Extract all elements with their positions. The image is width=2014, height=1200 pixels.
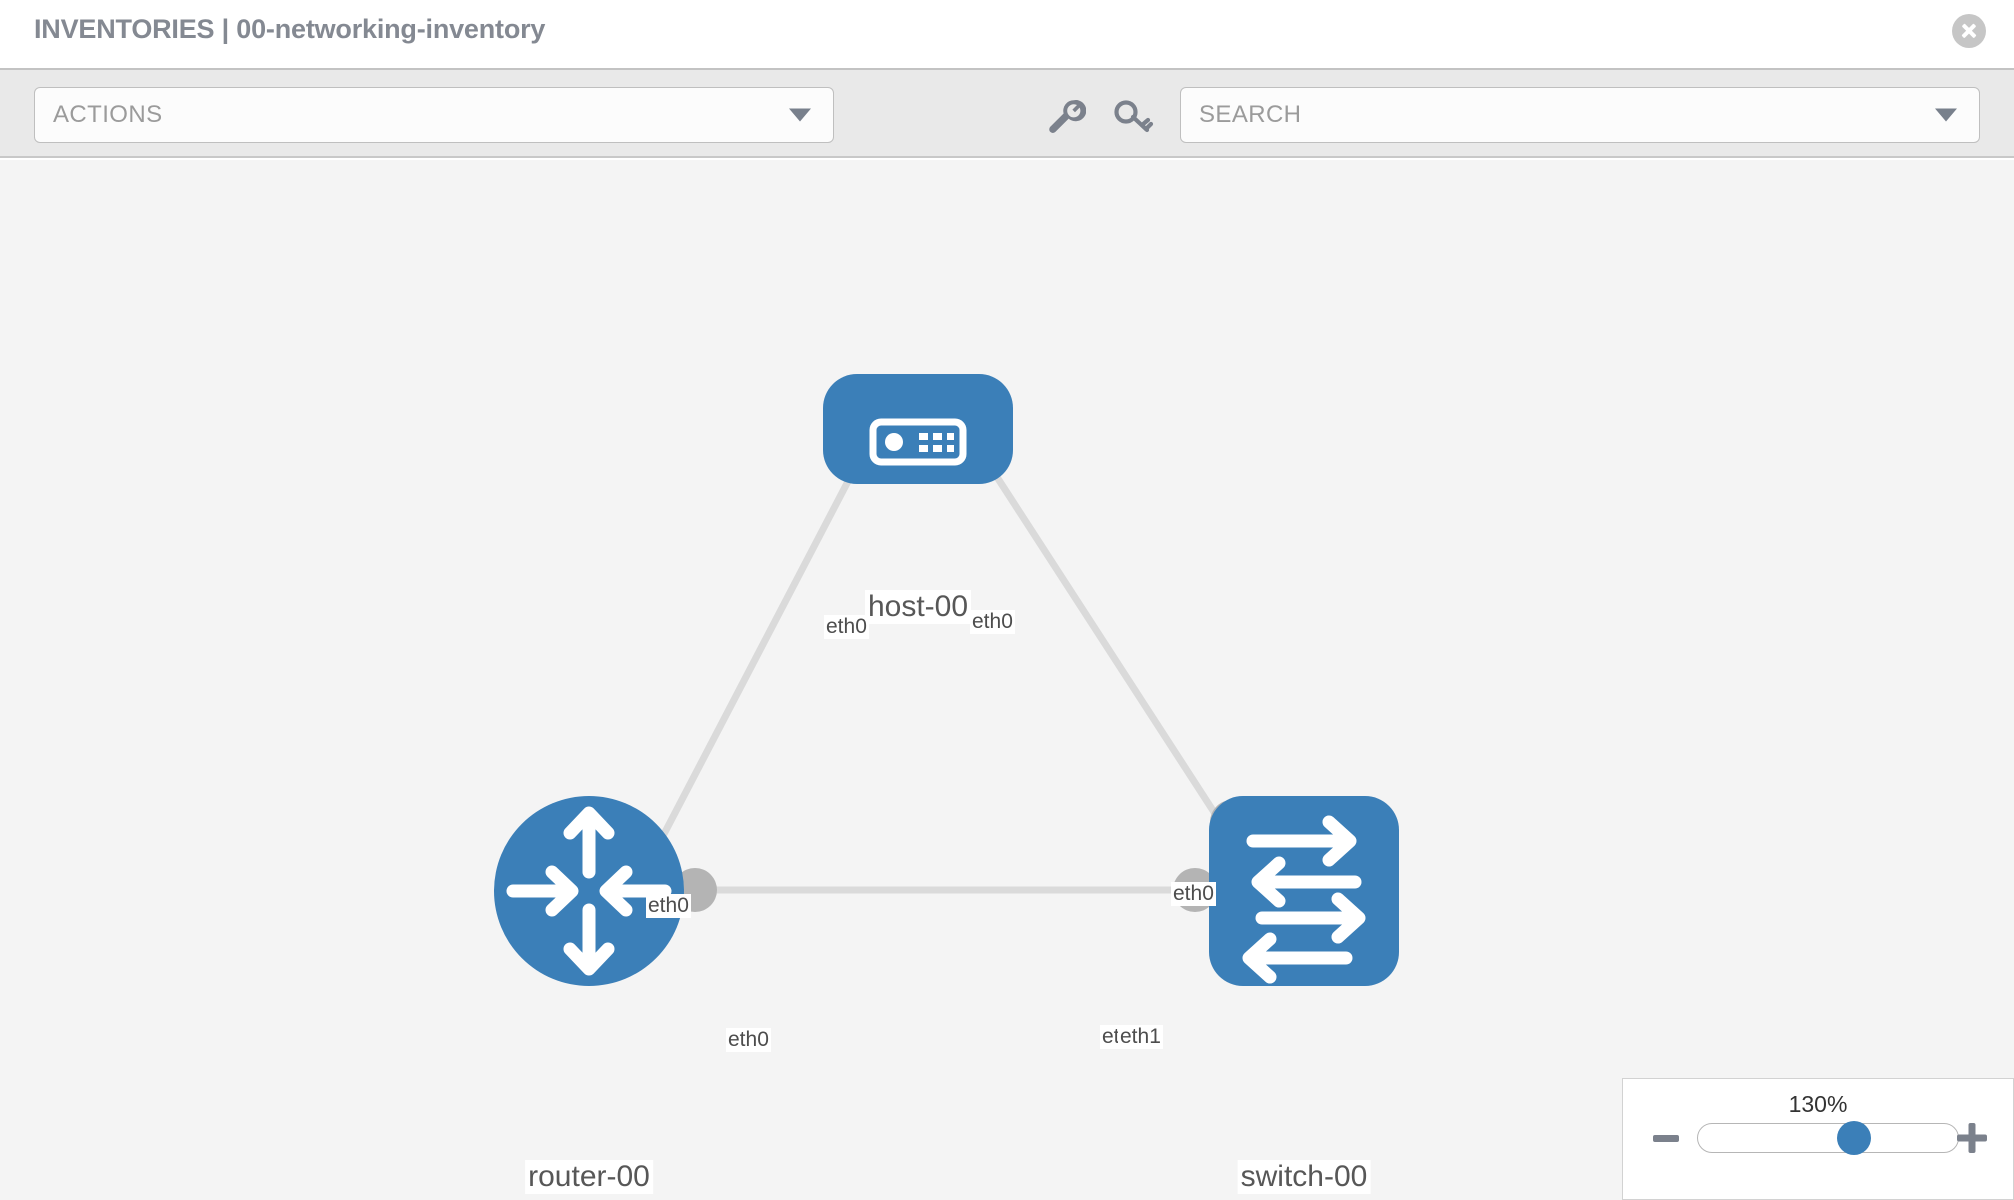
zoom-control: 130% [1622, 1078, 2014, 1200]
page-title: INVENTORIES | 00-networking-inventory [34, 14, 546, 44]
node-router-00[interactable] [494, 796, 684, 986]
close-icon[interactable] [1952, 14, 1986, 48]
chevron-down-icon [1935, 108, 1957, 122]
page-header: INVENTORIES | 00-networking-inventory [0, 0, 2014, 68]
search-placeholder: SEARCH [1199, 101, 1302, 128]
link-host-switch[interactable] [957, 418, 1248, 862]
node-label-switch: switch-00 [1237, 1160, 1371, 1194]
link-host-router[interactable] [636, 418, 884, 882]
topology-links [636, 418, 1248, 894]
toolbar: ACTIONS SEARCH [0, 68, 2014, 158]
topology-endpoints [673, 413, 1254, 912]
interface-label: eth0 [1171, 882, 1216, 906]
chevron-down-icon [789, 108, 811, 122]
interface-label: eth0 [646, 894, 691, 918]
search-input[interactable]: SEARCH [1180, 87, 1980, 143]
zoom-slider-thumb[interactable] [1837, 1121, 1871, 1155]
interface-label: eth1 [1118, 1025, 1163, 1049]
key-icon[interactable] [1110, 94, 1154, 138]
zoom-slider[interactable] [1697, 1121, 1959, 1155]
minus-icon[interactable] [1653, 1135, 1679, 1142]
topology-graph [494, 374, 1399, 986]
node-label-host: host-00 [864, 590, 972, 624]
actions-dropdown-label: ACTIONS [53, 101, 163, 128]
plus-icon[interactable] [1957, 1123, 1987, 1153]
zoom-level-value: 130% [1788, 1091, 1848, 1117]
wrench-icon[interactable] [1042, 94, 1086, 138]
node-switch-00[interactable] [1209, 796, 1399, 986]
node-label-router: router-00 [525, 1160, 653, 1194]
interface-label: eth0 [970, 610, 1015, 634]
node-host-00[interactable] [823, 374, 1013, 484]
interface-label: eth0 [726, 1028, 771, 1052]
interface-label: eth0 [824, 615, 869, 639]
actions-dropdown[interactable]: ACTIONS [34, 87, 834, 143]
topology-canvas[interactable]: host-00 router-00 switch-00 eth0 eth0 et… [0, 160, 2014, 1200]
